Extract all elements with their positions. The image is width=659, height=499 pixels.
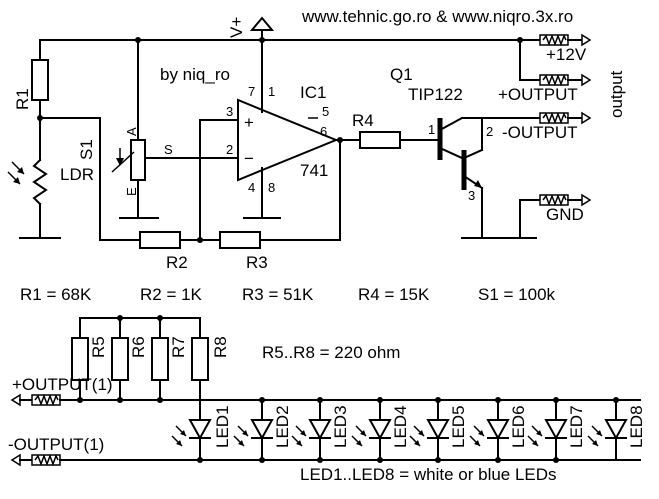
connector-pos-output-1 (10, 393, 61, 407)
q1-transistor (437, 116, 521, 239)
led-label-1: LED1 (213, 405, 232, 448)
led-8 (587, 397, 628, 461)
vcc-label: +12V (546, 45, 587, 64)
r1-label: R1 (13, 88, 32, 110)
led-3 (291, 397, 332, 463)
led-label-2: LED2 (273, 405, 292, 448)
led-7 (527, 397, 568, 463)
led-label-3: LED3 (331, 405, 350, 448)
pos-output-1-label: +OUTPUT(1) (12, 375, 113, 394)
q-pin-e: 3 (468, 188, 475, 203)
r6-label: R6 (129, 336, 148, 358)
r5-label: R5 (89, 336, 108, 358)
neg-output-label: -OUTPUT (502, 123, 578, 142)
pin7: 7 (248, 84, 255, 99)
q1-model: TIP122 (408, 85, 463, 104)
pin4: 4 (248, 180, 255, 195)
q-pin-c: 2 (486, 124, 493, 139)
connector-neg-output (539, 111, 592, 125)
r3-resistor (219, 231, 261, 249)
r5-resistor (71, 337, 89, 381)
opamp-minus: − (244, 149, 254, 168)
connector-vcc (539, 33, 592, 47)
opamp-plus: + (244, 113, 254, 132)
pin5: 5 (322, 104, 329, 119)
s1-potentiometer (130, 139, 146, 181)
r7-label: R7 (169, 336, 188, 358)
ldr-label: LDR (60, 165, 94, 184)
supply-label: V+ (227, 17, 246, 38)
led-2 (233, 397, 274, 463)
s1-label: S1 (77, 139, 96, 160)
pos-output-label: +OUTPUT (498, 85, 578, 104)
r3-label: R3 (246, 253, 268, 272)
pin6: 6 (320, 124, 327, 139)
value-s1: S1 = 100k (478, 285, 556, 304)
output-side-label: output (607, 70, 626, 118)
r6-resistor (111, 337, 129, 381)
led-label-6: LED6 (509, 405, 528, 448)
led-note: LED1..LED8 = white or blue LEDs (300, 465, 557, 484)
value-r2: R2 = 1K (140, 285, 203, 304)
pin8: 8 (268, 180, 275, 195)
r8-label: R8 (211, 336, 230, 358)
led-4 (351, 397, 392, 463)
credit-text: by niq_ro (160, 65, 230, 84)
opamp-model: 741 (300, 161, 328, 180)
supply-arrow-symbol (249, 16, 275, 31)
r2-resistor (139, 231, 181, 249)
pot-pin-a: A (124, 127, 139, 136)
neg-output-1-label: -OUTPUT(1) (8, 435, 104, 454)
pot-adjust-icon (111, 151, 135, 173)
led-label-8: LED8 (627, 405, 646, 448)
q-pin-b: 1 (428, 122, 435, 137)
r4-resistor (359, 131, 401, 149)
r4-label: R4 (352, 111, 374, 130)
r7-resistor (151, 337, 169, 381)
r1-resistor (31, 59, 49, 101)
led-5 (409, 397, 450, 463)
value-r1: R1 = 68K (20, 285, 92, 304)
led-1 (171, 399, 212, 463)
r8-resistor (191, 337, 209, 381)
value-r4: R4 = 15K (358, 285, 430, 304)
value-r5-r8: R5..R8 = 220 ohm (262, 343, 400, 362)
connector-neg-output-1 (10, 453, 61, 467)
q1-label: Q1 (390, 65, 413, 84)
led-label-7: LED7 (567, 405, 586, 448)
ic1-opamp (237, 98, 339, 182)
r2-label: R2 (166, 253, 188, 272)
pin1: 1 (268, 84, 275, 99)
value-r3: R3 = 51K (242, 285, 314, 304)
connector-pos-output (539, 73, 592, 87)
ldr-resistor (32, 158, 48, 206)
pin2: 2 (226, 142, 233, 157)
ic1-label: IC1 (300, 83, 326, 102)
pin3: 3 (226, 104, 233, 119)
ldr-light-icon (7, 161, 25, 185)
connector-gnd (539, 193, 592, 207)
led-label-5: LED5 (449, 405, 468, 448)
header-site-text: www.tehnic.go.ro & www.niqro.3x.ro (301, 7, 573, 26)
led-label-4: LED4 (391, 405, 410, 448)
led-6 (469, 397, 510, 463)
gnd-label: GND (546, 205, 584, 224)
pot-pin-e: E (124, 187, 139, 196)
pot-pin-s: S (164, 142, 173, 157)
